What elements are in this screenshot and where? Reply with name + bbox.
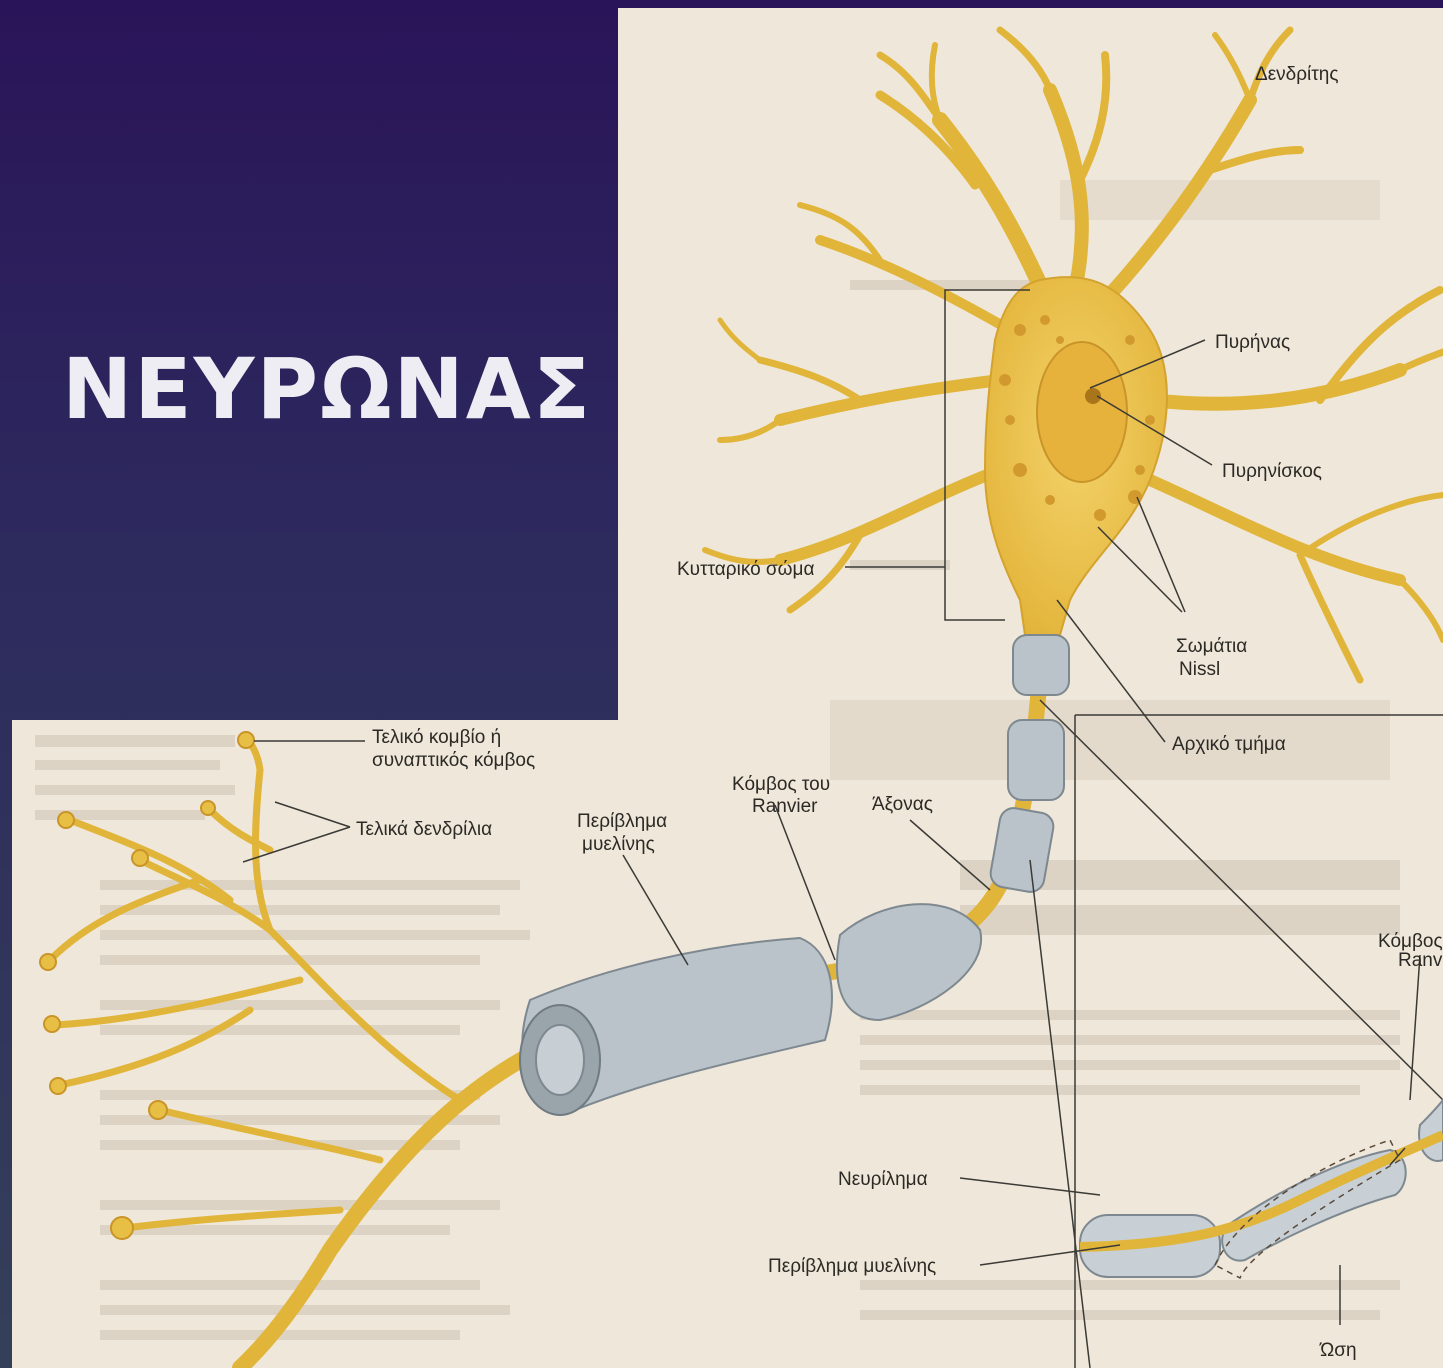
label-terminal-button-line2: συναπτικός κόμβος [372, 750, 535, 771]
label-nucleolus: Πυρηνίσκος [1222, 461, 1322, 482]
label-axon: Άξονας [872, 794, 933, 815]
label-impulse: Ώση [1319, 1340, 1357, 1361]
label-myelin-sheath-line1: Περίβλημα [577, 811, 667, 832]
label-myelin-sheath-full: Περίβλημα μυελίνης [768, 1256, 936, 1277]
nucleolus-shape [1085, 388, 1101, 404]
label-dendrite: Δενδρίτης [1255, 64, 1339, 85]
label-nissl-line1: Σωμάτια [1176, 636, 1247, 657]
label-terminal-dendrites: Τελικά δενδρίλια [356, 819, 492, 840]
slide-title: ΝΕΥΡΩΝΑΣ [62, 340, 592, 438]
label-cell-body: Κυτταρικό σώμα [677, 559, 814, 580]
label-myelin-sheath-line2: μυελίνης [582, 834, 655, 855]
label-node-ranvier-right-line2: Ranvi [1398, 950, 1443, 971]
label-initial-segment: Αρχικό τμήμα [1172, 734, 1286, 755]
nucleus-shape [1037, 342, 1127, 482]
label-node-ranvier-line1: Κόμβος του [732, 774, 830, 795]
label-node-ranvier-right-line1: Κόμβος [1378, 931, 1443, 952]
label-node-ranvier-line2: Ranvier [752, 796, 818, 817]
label-nucleus: Πυρήνας [1215, 332, 1290, 353]
label-nissl-line2: Nissl [1179, 659, 1220, 680]
label-terminal-button-line1: Τελικό κομβίο ή [372, 727, 501, 748]
label-neurilemma: Νευρίλημα [838, 1169, 928, 1190]
